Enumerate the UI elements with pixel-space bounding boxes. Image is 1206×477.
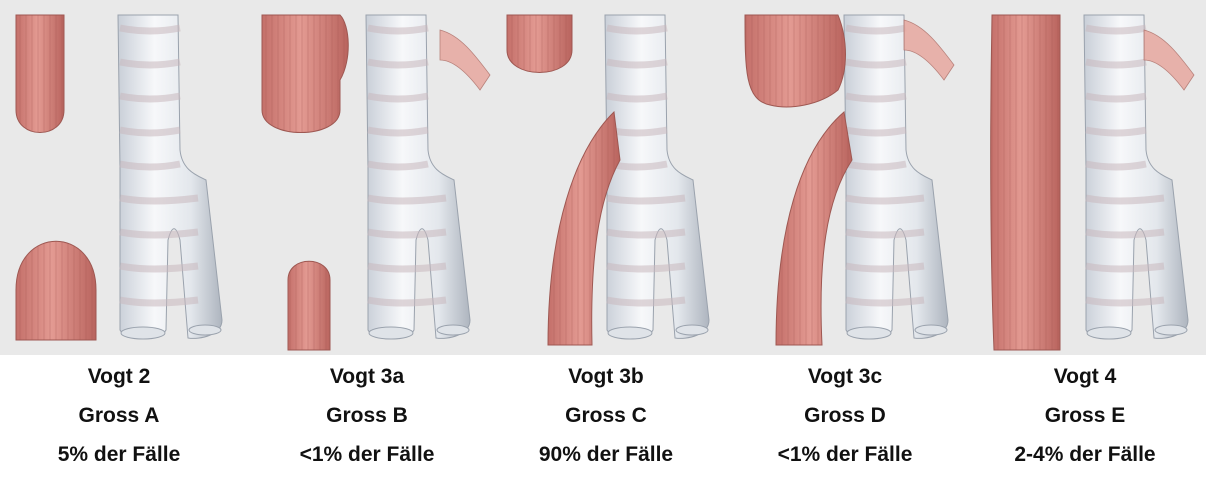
cartilage-ring [607, 96, 667, 99]
gross-type-label: Gross E [966, 396, 1204, 435]
cartilage-ring [607, 198, 685, 201]
bronchus-opening [676, 325, 708, 335]
vogt-type-label: Vogt 2 [0, 357, 238, 396]
cartilage-ring [846, 266, 924, 269]
cartilage-ring [368, 130, 428, 133]
esophagus-fibers [745, 15, 846, 107]
vogt-type-label: Vogt 3b [487, 357, 725, 396]
cartilage-ring [120, 130, 180, 133]
esophagus-fibers [288, 261, 330, 350]
cartilage-ring [120, 266, 198, 269]
cartilage-ring [120, 96, 180, 99]
cartilage-ring [1086, 164, 1146, 167]
cartilage-ring [1086, 96, 1146, 99]
frequency-label: 5% der Fälle [0, 435, 238, 474]
esophagus-fibers [16, 241, 96, 340]
esophagus-fibers [16, 15, 64, 133]
vogt-type-label: Vogt 3a [248, 357, 486, 396]
esophagus-fibers [991, 15, 1060, 350]
bronchus-opening [369, 327, 413, 339]
panel-2-labels: Vogt 3a Gross B <1% der Fälle [248, 357, 486, 474]
frequency-label: 90% der Fälle [487, 435, 725, 474]
frequency-label: <1% der Fälle [248, 435, 486, 474]
bronchus-opening [437, 325, 469, 335]
cartilage-ring [1086, 266, 1164, 269]
cartilage-ring [846, 232, 924, 235]
cartilage-ring [368, 300, 446, 303]
cartilage-ring [607, 232, 685, 235]
cartilage-ring [368, 28, 428, 31]
cartilage-ring [368, 164, 428, 167]
cartilage-ring [1086, 62, 1146, 65]
bronchus-opening [1087, 327, 1131, 339]
frequency-label: 2-4% der Fälle [966, 435, 1204, 474]
cartilage-ring [120, 300, 198, 303]
gross-type-label: Gross C [487, 396, 725, 435]
cartilage-ring [368, 198, 446, 201]
cartilage-ring [1086, 28, 1146, 31]
cartilage-ring [846, 164, 906, 167]
illustration-strip [0, 0, 1206, 355]
vogt-type-label: Vogt 3c [726, 357, 964, 396]
gross-type-label: Gross D [726, 396, 964, 435]
bronchus-opening [121, 327, 165, 339]
cartilage-ring [846, 300, 924, 303]
panel-3-labels: Vogt 3b Gross C 90% der Fälle [487, 357, 725, 474]
bronchus-opening [189, 325, 221, 335]
panel-5-illustration [991, 15, 1194, 350]
cartilage-ring [368, 232, 446, 235]
cartilage-ring [120, 198, 198, 201]
cartilage-ring [1086, 130, 1146, 133]
cartilage-ring [1086, 232, 1164, 235]
panel-1-labels: Vogt 2 Gross A 5% der Fälle [0, 357, 238, 474]
cartilage-ring [846, 130, 906, 133]
cartilage-ring [120, 28, 180, 31]
cartilage-ring [607, 300, 685, 303]
cartilage-ring [607, 266, 685, 269]
bronchus-opening [1155, 325, 1187, 335]
esophagus-fibers [262, 15, 348, 133]
cartilage-ring [120, 232, 198, 235]
vogt-type-label: Vogt 4 [966, 357, 1204, 396]
cartilage-ring [1086, 300, 1164, 303]
cartilage-ring [120, 164, 180, 167]
frequency-label: <1% der Fälle [726, 435, 964, 474]
bronchus-opening [915, 325, 947, 335]
cartilage-ring [607, 28, 667, 31]
bronchus-opening [847, 327, 891, 339]
gross-type-label: Gross B [248, 396, 486, 435]
cartilage-ring [846, 62, 906, 65]
esophagus-fibers [507, 15, 572, 73]
gross-type-label: Gross A [0, 396, 238, 435]
cartilage-ring [368, 266, 446, 269]
cartilage-ring [1086, 198, 1164, 201]
panel-5-labels: Vogt 4 Gross E 2-4% der Fälle [966, 357, 1204, 474]
cartilage-ring [368, 62, 428, 65]
bronchus-opening [608, 327, 652, 339]
cartilage-ring [607, 62, 667, 65]
cartilage-ring [368, 96, 428, 99]
cartilage-ring [120, 62, 180, 65]
cartilage-ring [846, 198, 924, 201]
cartilage-ring [846, 28, 906, 31]
cartilage-ring [846, 96, 906, 99]
panel-4-labels: Vogt 3c Gross D <1% der Fälle [726, 357, 964, 474]
